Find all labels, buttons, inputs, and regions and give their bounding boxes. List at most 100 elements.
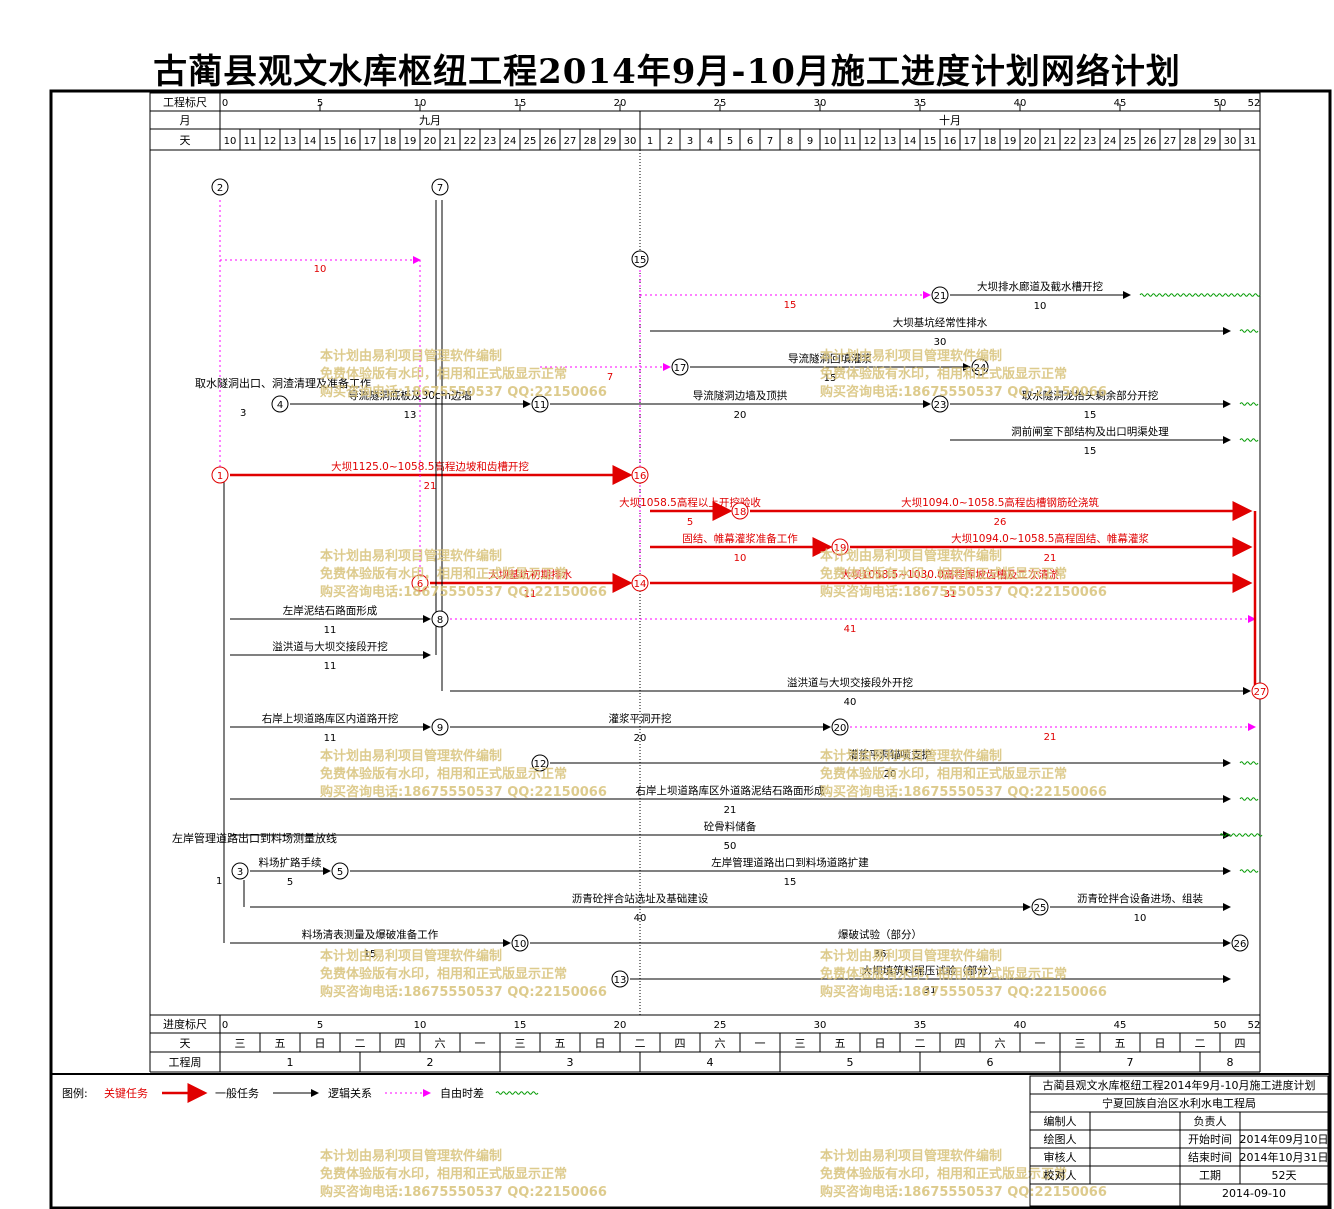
free-float-wave — [1239, 761, 1259, 765]
day-label: 天 — [180, 134, 191, 147]
weekday-cell: 二 — [915, 1037, 926, 1050]
watermark-text: 购买咨询电话:18675550537 QQ:22150066 — [820, 1184, 1107, 1200]
task-label: 右岸上坝道路库区外道路泥结石路面形成 — [636, 784, 825, 797]
event-node-id: 20 — [834, 723, 847, 734]
task-label: 大坝1094.0~1058.5高程齿槽钢筋砼浇筑 — [901, 496, 1099, 509]
day-cell: 11 — [844, 136, 857, 147]
task-label: 爆破试验（部分） — [838, 928, 922, 941]
task-duration: 11 — [524, 589, 537, 600]
event-node — [231, 862, 249, 880]
task-duration: 50 — [724, 841, 737, 852]
watermark-text: 本计划由易利项目管理软件编制 — [820, 348, 1002, 364]
side-note-1: 取水隧洞出口、洞渣清理及准备工作 — [195, 376, 371, 390]
day-cell: 17 — [964, 136, 977, 147]
weekday-cell: 日 — [315, 1037, 326, 1050]
task-label: 溢洪道与大坝交接段开挖 — [272, 640, 388, 653]
event-node — [1031, 898, 1049, 916]
task-duration: 10 — [1134, 913, 1147, 924]
week-label: 工程周 — [169, 1056, 202, 1069]
task-duration: 15 — [1084, 446, 1097, 457]
event-node-id: 26 — [1234, 939, 1247, 950]
task-label: 溢洪道与大坝交接段外开挖 — [787, 676, 913, 689]
task-label: 左岸管理道路出口到料场道路扩建 — [711, 856, 869, 869]
event-node-id: 8 — [437, 615, 443, 626]
event-nodes: 1234567891011121314151617181920212324252… — [211, 178, 1269, 988]
watermark-text: 购买咨询电话:18675550537 QQ:22150066 — [320, 384, 607, 400]
task-duration: 40 — [844, 697, 857, 708]
watermark-text: 购买咨询电话:18675550537 QQ:22150066 — [820, 384, 1107, 400]
scale-tick: 45 — [1114, 98, 1127, 109]
footer-day-label: 天 — [180, 1037, 191, 1050]
weekday-cell: 四 — [1235, 1037, 1246, 1050]
day-cell: 31 — [1244, 136, 1257, 147]
day-cell: 25 — [1124, 136, 1137, 147]
watermark-text: 免费体验版有水印，相用和正式版显示正常 — [820, 1166, 1067, 1182]
task-label: 洞前闸室下部结构及出口明渠处理 — [1011, 425, 1169, 438]
task-duration: 10 — [734, 553, 747, 564]
info-cell: 编制人 — [1044, 1114, 1077, 1128]
watermark-text: 购买咨询电话:18675550537 QQ:22150066 — [820, 584, 1107, 600]
float-label: 7 — [607, 372, 613, 383]
event-node — [531, 395, 549, 413]
day-cell: 12 — [264, 136, 277, 147]
scale-tick: 5 — [317, 98, 323, 109]
weekday-cell: 六 — [435, 1037, 446, 1050]
watermark-text: 本计划由易利项目管理软件编制 — [320, 548, 502, 564]
task-label: 左岸泥结石路面形成 — [283, 604, 378, 617]
event-node — [511, 934, 529, 952]
watermark-text: 本计划由易利项目管理软件编制 — [820, 948, 1002, 964]
event-node-id: 3 — [237, 867, 243, 878]
weekday-cell: 五 — [555, 1037, 566, 1050]
event-node-id: 13 — [614, 975, 627, 986]
event-node — [431, 610, 449, 628]
event-node-id: 24 — [974, 363, 987, 374]
task-duration: 36 — [874, 949, 887, 960]
weekday-cell: 三 — [515, 1037, 526, 1050]
day-cell: 13 — [884, 136, 897, 147]
day-cell: 29 — [604, 136, 617, 147]
day-cell: 16 — [944, 136, 957, 147]
day-cell: 15 — [924, 136, 937, 147]
watermark-text: 购买咨询电话:18675550537 QQ:22150066 — [820, 784, 1107, 800]
watermark-text: 购买咨询电话:18675550537 QQ:22150066 — [320, 584, 607, 600]
day-cell: 22 — [464, 136, 477, 147]
side-dur-2: 1 — [216, 876, 222, 887]
weekday-cell: 四 — [395, 1037, 406, 1050]
task-label: 沥青砼拌合站选址及基础建设 — [572, 892, 709, 905]
weekday-cell: 四 — [675, 1037, 686, 1050]
watermark-text: 购买咨询电话:18675550537 QQ:22150066 — [320, 984, 607, 1000]
event-node — [411, 574, 429, 592]
task-duration: 31 — [924, 985, 937, 996]
day-cell: 19 — [1004, 136, 1017, 147]
watermark-text: 本计划由易利项目管理软件编制 — [320, 748, 502, 764]
free-float-wave — [1239, 797, 1259, 801]
event-node — [931, 286, 949, 304]
event-node — [631, 574, 649, 592]
day-cell: 18 — [384, 136, 397, 147]
task-label: 大坝1058.5~1030.0高程库坡齿槽及二次清淤 — [841, 568, 1060, 581]
week-cell: 3 — [567, 1056, 574, 1069]
scale-tick: 50 — [1214, 98, 1227, 109]
month-sep: 九月 — [419, 114, 441, 127]
day-cell: 21 — [1044, 136, 1057, 147]
event-node — [611, 970, 629, 988]
watermark-text: 本计划由易利项目管理软件编制 — [820, 548, 1002, 564]
watermark-text: 免费体验版有水印，相用和正式版显示正常 — [320, 366, 567, 382]
event-node-id: 9 — [437, 723, 443, 734]
event-node-id: 25 — [1034, 903, 1047, 914]
day-cell: 4 — [707, 136, 713, 147]
task-duration: 20 — [634, 733, 647, 744]
task-duration: 20 — [734, 410, 747, 421]
event-node — [831, 538, 849, 556]
task-label: 大坝1058.5高程以上开挖验收 — [619, 496, 761, 509]
weekday-cell: 一 — [755, 1037, 766, 1050]
weekday-cell: 五 — [1115, 1037, 1126, 1050]
info-cell: 2014年09月10日 — [1240, 1132, 1329, 1146]
task-duration: 11 — [324, 661, 337, 672]
free-float-wave — [1239, 438, 1259, 442]
watermark-text: 免费体验版有水印，相用和正式版显示正常 — [320, 966, 567, 982]
day-cell: 18 — [984, 136, 997, 147]
task-duration: 11 — [324, 733, 337, 744]
